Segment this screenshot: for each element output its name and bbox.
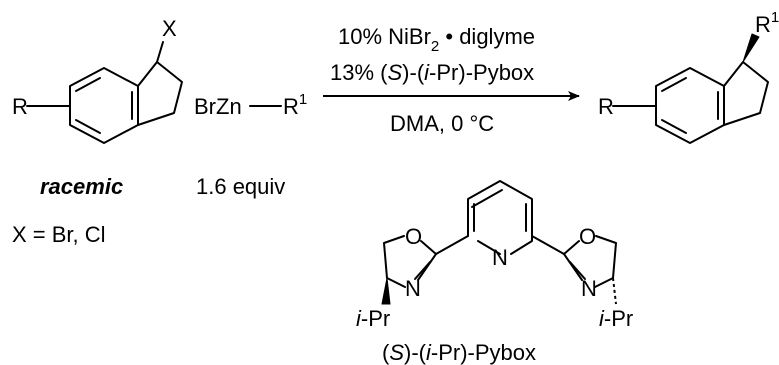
right-oxazoline-o-atom: O — [579, 224, 596, 249]
leaving-group-x-label: X — [162, 16, 177, 41]
left-isopropyl-label: i-Pr — [356, 306, 390, 331]
organozinc-reagent: BrZn — [194, 94, 242, 119]
pyridine-n-atom: N — [492, 245, 508, 270]
catalyst-label: 10% NiBr2 • diglyme — [338, 24, 535, 55]
right-oxazoline-n-atom: N — [581, 276, 597, 301]
x-definition-label: X = Br, Cl — [12, 222, 106, 247]
pybox-ligand-name: (S)-(i-Pr)-Pybox — [382, 340, 536, 365]
reagent-equiv-label: 1.6 equiv — [196, 174, 285, 199]
ligand-loading-label: 13% (S)-(i-Pr)-Pybox — [330, 60, 534, 85]
racemic-label: racemic — [40, 174, 123, 199]
left-oxazoline-o-atom: O — [405, 224, 422, 249]
reactant-r-label: R — [12, 94, 28, 119]
right-isopropyl-label: i-Pr — [599, 306, 633, 331]
product-r1-label: R1 — [755, 9, 779, 37]
left-oxazoline-n-atom: N — [405, 276, 421, 301]
pybox-ligand-structure — [381, 180, 617, 305]
reactant-indane-structure — [26, 41, 183, 144]
solvent-temperature-label: DMA, 0 °C — [390, 111, 494, 136]
product-r-label: R — [598, 94, 614, 119]
product-indane-structure — [612, 33, 769, 144]
reagent-r1-label: R1 — [283, 91, 307, 119]
